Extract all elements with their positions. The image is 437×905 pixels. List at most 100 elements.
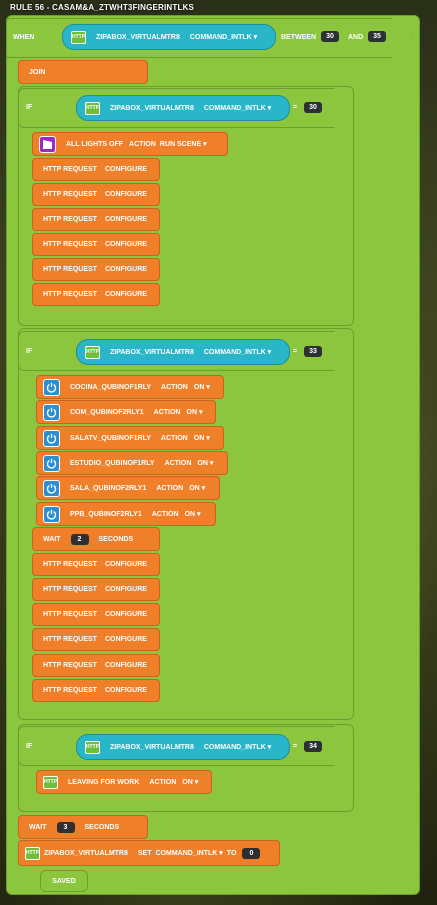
- http-configure-label[interactable]: CONFIGURE: [104, 266, 147, 273]
- http-configure-label[interactable]: CONFIGURE: [104, 191, 147, 198]
- http-request-block[interactable]: HTTP REQUEST CONFIGURE: [32, 233, 160, 256]
- switch-name: COM_QUBINOF2RLY1: [70, 408, 144, 416]
- http-request-label: HTTP REQUEST: [43, 611, 97, 618]
- final-wait-block[interactable]: WAIT 3 SECONDS: [18, 815, 148, 839]
- switch-action-label: ACTION: [156, 484, 184, 492]
- if1-scene-action-label: ACTION: [129, 140, 156, 148]
- http-request-block[interactable]: HTTP REQUEST CONFIGURE: [32, 679, 160, 702]
- zipabox-icon: HTTP: [85, 740, 100, 754]
- power-icon: [43, 505, 60, 523]
- switch-action-dropdown[interactable]: ON: [185, 510, 201, 518]
- when-device-block[interactable]: HTTP ZIPABOX_VIRTUALMTR8 COMMAND_INTLK: [62, 24, 276, 50]
- switch-block[interactable]: PPB_QUBINOF2RLY1 ACTION ON: [36, 502, 216, 526]
- if3-scene-block[interactable]: HTTP LEAVING FOR WORK ACTION ON: [36, 770, 212, 794]
- switch-action-dropdown[interactable]: ON: [187, 408, 203, 416]
- if2-value[interactable]: 33: [304, 346, 322, 357]
- if2-device-block[interactable]: HTTP ZIPABOX_VIRTUALMTR8 COMMAND_INTLK: [76, 339, 290, 365]
- zipabox-icon: HTTP: [85, 101, 100, 115]
- switch-name: SALA_QUBINOF2RLY1: [70, 484, 147, 492]
- if2-operator[interactable]: =: [293, 348, 298, 355]
- power-icon: [43, 403, 60, 421]
- if3-attribute-dropdown[interactable]: COMMAND_INTLK: [204, 743, 271, 751]
- when-label: WHEN: [13, 34, 35, 41]
- if1-scene-action-dropdown[interactable]: RUN SCENE: [160, 140, 207, 148]
- http-configure-label[interactable]: CONFIGURE: [104, 241, 147, 248]
- http-request-label: HTTP REQUEST: [43, 166, 97, 173]
- http-request-block[interactable]: HTTP REQUEST CONFIGURE: [32, 283, 160, 306]
- switch-block[interactable]: COCINA_QUBINOF1RLY ACTION ON: [36, 375, 224, 399]
- if1-label: IF: [26, 104, 33, 111]
- final-wait-label: WAIT: [29, 823, 47, 831]
- http-request-label: HTTP REQUEST: [43, 662, 97, 669]
- http-request-block[interactable]: HTTP REQUEST CONFIGURE: [32, 183, 160, 206]
- switch-block[interactable]: SALATV_QUBINOF1RLY ACTION ON: [36, 426, 224, 450]
- if3-label: IF: [26, 743, 33, 750]
- http-request-block[interactable]: HTTP REQUEST CONFIGURE: [32, 628, 160, 651]
- if1-value[interactable]: 30: [304, 102, 322, 113]
- switch-block[interactable]: COM_QUBINOF2RLY1 ACTION ON: [36, 400, 216, 424]
- http-request-block[interactable]: HTTP REQUEST CONFIGURE: [32, 208, 160, 231]
- switch-name: PPB_QUBINOF2RLY1: [70, 510, 142, 518]
- if2-attribute-dropdown[interactable]: COMMAND_INTLK: [204, 348, 271, 356]
- final-wait-value[interactable]: 3: [56, 821, 75, 833]
- switch-action-label: ACTION: [151, 510, 179, 518]
- http-configure-label[interactable]: CONFIGURE: [104, 687, 147, 694]
- join-block[interactable]: JOIN: [18, 60, 148, 84]
- switch-action-label: ACTION: [164, 459, 192, 467]
- when-attribute-dropdown[interactable]: COMMAND_INTLK: [190, 33, 257, 41]
- http-request-block[interactable]: HTTP REQUEST CONFIGURE: [32, 578, 160, 601]
- switch-action-label: ACTION: [161, 383, 188, 391]
- switch-block[interactable]: ESTUDIO_QUBINOF1RLY ACTION ON: [36, 451, 228, 475]
- set-label: SET: [137, 849, 152, 857]
- wait-label: WAIT: [43, 535, 61, 543]
- http-configure-label[interactable]: CONFIGURE: [104, 216, 147, 223]
- if1-attribute-dropdown[interactable]: COMMAND_INTLK: [204, 104, 271, 112]
- http-configure-label[interactable]: CONFIGURE: [104, 611, 147, 618]
- http-request-block[interactable]: HTTP REQUEST CONFIGURE: [32, 258, 160, 281]
- if3-device-block[interactable]: HTTP ZIPABOX_VIRTUALMTR8 COMMAND_INTLK: [76, 734, 290, 760]
- switch-action-dropdown[interactable]: ON: [194, 383, 210, 391]
- set-attribute-dropdown[interactable]: COMMAND_INTLK: [156, 849, 223, 857]
- http-request-label: HTTP REQUEST: [43, 636, 97, 643]
- if3-scene-action-label: ACTION: [149, 778, 177, 786]
- switch-action-dropdown[interactable]: ON: [194, 434, 210, 442]
- if1-scene-name: ALL LIGHTS OFF: [66, 140, 124, 148]
- wait-value[interactable]: 2: [70, 533, 89, 545]
- http-configure-label[interactable]: CONFIGURE: [104, 561, 147, 568]
- http-request-block[interactable]: HTTP REQUEST CONFIGURE: [32, 603, 160, 626]
- http-configure-label[interactable]: CONFIGURE: [104, 662, 147, 669]
- if3-value[interactable]: 34: [304, 741, 322, 752]
- saved-status: SAVED: [52, 877, 76, 885]
- http-request-label: HTTP REQUEST: [43, 266, 97, 273]
- http-request-block[interactable]: HTTP REQUEST CONFIGURE: [32, 158, 160, 181]
- if1-operator[interactable]: =: [293, 104, 298, 111]
- switch-block[interactable]: SALA_QUBINOF2RLY1 ACTION ON: [36, 476, 220, 500]
- if3-scene-action-dropdown[interactable]: ON: [182, 778, 198, 786]
- http-configure-label[interactable]: CONFIGURE: [104, 586, 147, 593]
- http-configure-label[interactable]: CONFIGURE: [104, 636, 147, 643]
- set-block[interactable]: HTTP ZIPABOX_VIRTUALMTR8 SET COMMAND_INT…: [18, 840, 280, 866]
- scene-icon: [39, 135, 56, 153]
- when-high-value[interactable]: 35: [368, 31, 386, 42]
- if1-scene-block[interactable]: ALL LIGHTS OFF ACTION RUN SCENE: [32, 132, 228, 156]
- when-low-value[interactable]: 30: [321, 31, 339, 42]
- zipabox-icon: HTTP: [71, 30, 86, 44]
- wait-unit: SECONDS: [98, 535, 134, 543]
- join-label: JOIN: [29, 68, 46, 76]
- http-request-block[interactable]: HTTP REQUEST CONFIGURE: [32, 654, 160, 677]
- http-request-label: HTTP REQUEST: [43, 216, 97, 223]
- if3-operator[interactable]: =: [293, 743, 298, 750]
- http-configure-label[interactable]: CONFIGURE: [104, 291, 147, 298]
- http-request-block[interactable]: HTTP REQUEST CONFIGURE: [32, 553, 160, 576]
- http-request-label: HTTP REQUEST: [43, 586, 97, 593]
- power-icon: [43, 479, 60, 497]
- wait-block[interactable]: WAIT 2 SECONDS: [32, 527, 160, 551]
- when-operator[interactable]: BETWEEN: [281, 34, 316, 41]
- switch-action-dropdown[interactable]: ON: [189, 484, 205, 492]
- http-configure-label[interactable]: CONFIGURE: [104, 166, 147, 173]
- switch-action-dropdown[interactable]: ON: [197, 459, 213, 467]
- set-value[interactable]: 0: [242, 847, 261, 859]
- final-wait-unit: SECONDS: [84, 823, 120, 831]
- if1-device-block[interactable]: HTTP ZIPABOX_VIRTUALMTR8 COMMAND_INTLK: [76, 95, 290, 121]
- set-to-label: TO: [226, 849, 237, 857]
